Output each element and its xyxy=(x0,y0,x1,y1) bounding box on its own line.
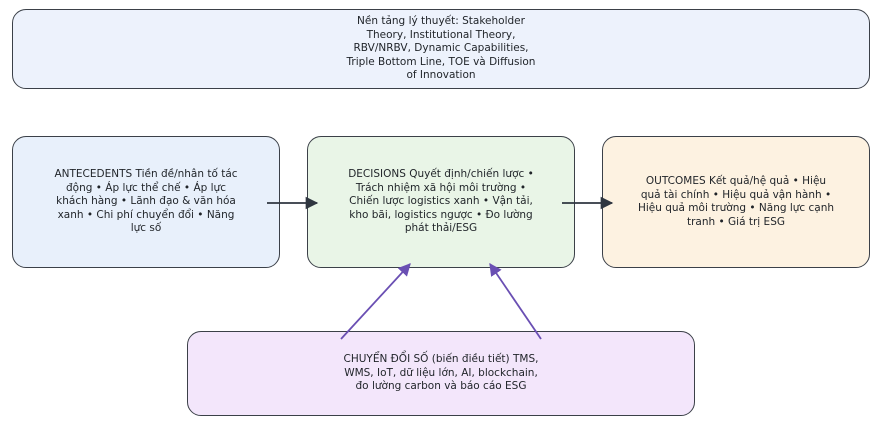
antecedents-label: ANTECEDENTS Tiền đề/nhân tố tác động • Á… xyxy=(54,168,238,235)
theory-label: Nền tảng lý thuyết: Stakeholder Theory, … xyxy=(346,15,536,82)
outcomes-node: OUTCOMES Kết quả/hệ quả • Hiệu quả tài c… xyxy=(602,136,870,268)
edge-digital-to-decisions-left xyxy=(340,263,411,340)
digital-transformation-node: CHUYỂN ĐỔI SỐ (biến điều tiết) TMS, WMS,… xyxy=(187,331,695,416)
theory-node: Nền tảng lý thuyết: Stakeholder Theory, … xyxy=(12,9,870,89)
decisions-label: DECISIONS Quyết định/chiến lược • Trách … xyxy=(348,168,534,235)
edge-digital-to-decisions-right xyxy=(489,262,542,340)
digital-transformation-label: CHUYỂN ĐỔI SỐ (biến điều tiết) TMS, WMS,… xyxy=(343,353,539,393)
outcomes-label: OUTCOMES Kết quả/hệ quả • Hiệu quả tài c… xyxy=(637,175,835,228)
decisions-node: DECISIONS Quyết định/chiến lược • Trách … xyxy=(307,136,575,268)
antecedents-node: ANTECEDENTS Tiền đề/nhân tố tác động • Á… xyxy=(12,136,280,268)
